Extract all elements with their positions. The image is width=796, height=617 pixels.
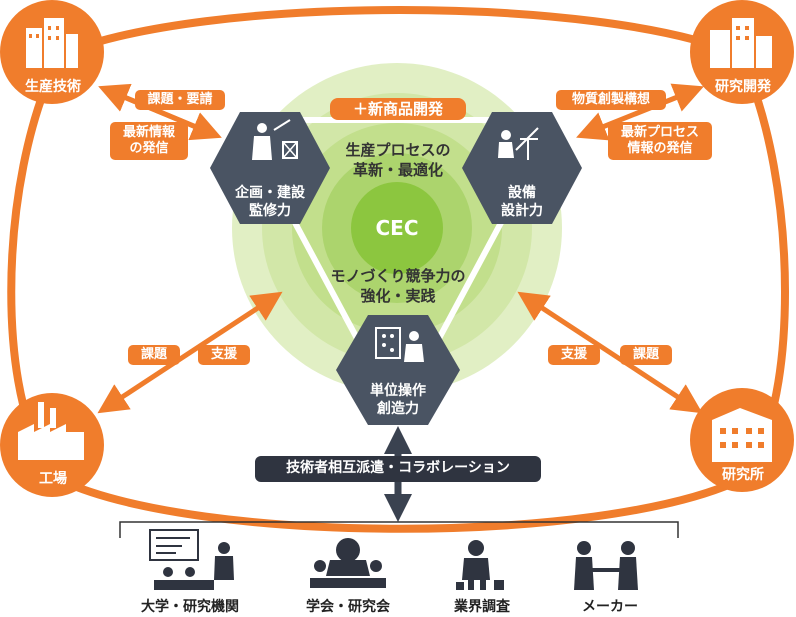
label-top-right-in: 最新プロセス 情報の発信 bbox=[608, 122, 712, 160]
arrow-bottom-left bbox=[97, 291, 283, 414]
handshake-icon bbox=[574, 541, 638, 590]
arrow-top-right bbox=[576, 83, 704, 141]
collaboration-bar-bg bbox=[255, 456, 541, 482]
hex-left bbox=[210, 112, 330, 224]
partner-bracket bbox=[119, 521, 679, 538]
label-top-left-out: 課題・要請 bbox=[135, 90, 225, 110]
corner-label-top-left: 生産技術 bbox=[25, 79, 81, 95]
label-top-right-out: 物質創製構想 bbox=[556, 90, 666, 110]
hex-left-label: 企画・建設 監修力 bbox=[235, 185, 305, 219]
center-bottom-text: モノづくり競争力の 強化・実践 bbox=[330, 267, 466, 305]
operator-icon bbox=[375, 327, 424, 362]
arrow-top-left-return bbox=[98, 83, 209, 135]
partner-label-manufacturer: メーカー bbox=[582, 599, 638, 615]
partner-label-university: 大学・研究機関 bbox=[141, 599, 239, 615]
factory-building-icon bbox=[26, 18, 78, 68]
arrow-bottom-right bbox=[517, 291, 703, 414]
label-bottom-right-a: 支援 bbox=[548, 345, 600, 365]
corner-label-bottom-right: 研究所 bbox=[722, 467, 764, 483]
research-building-icon bbox=[712, 408, 772, 462]
hex-bottom-label: 単位操作 創造力 bbox=[370, 383, 426, 417]
corner-label-top-right: 研究開発 bbox=[715, 79, 771, 95]
hex-bottom bbox=[336, 315, 460, 425]
label-top-left-in: 最新情報 の発信 bbox=[110, 122, 188, 160]
hex-right-label: 設備 設計力 bbox=[501, 185, 543, 219]
label-bottom-right-b: 課題 bbox=[620, 345, 672, 365]
factory-icon bbox=[18, 402, 84, 460]
designer-icon bbox=[498, 127, 539, 160]
market-survey-icon bbox=[456, 540, 504, 590]
partner-label-industry-survey: 業界調査 bbox=[454, 599, 510, 615]
triangle-frame bbox=[237, 117, 559, 418]
hex-right bbox=[462, 112, 582, 224]
label-bottom-left-b: 支援 bbox=[198, 345, 250, 365]
center-top-text: 生産プロセスの 革新・最適化 bbox=[345, 141, 451, 179]
engineer-icon bbox=[252, 119, 298, 160]
lab-building-icon bbox=[710, 18, 772, 68]
center-banner: ＋新商品開発 bbox=[330, 98, 466, 120]
corner-label-bottom-left: 工場 bbox=[39, 471, 67, 487]
core-label: CEC bbox=[375, 216, 419, 240]
partner-label-academic-society: 学会・研究会 bbox=[306, 599, 390, 615]
collaboration-bar: 技術者相互派遣・コラボレーション bbox=[286, 460, 510, 476]
conference-icon bbox=[310, 538, 386, 588]
label-bottom-left-a: 課題 bbox=[128, 345, 180, 365]
core-circle bbox=[351, 182, 443, 274]
lecture-icon bbox=[149, 529, 234, 590]
